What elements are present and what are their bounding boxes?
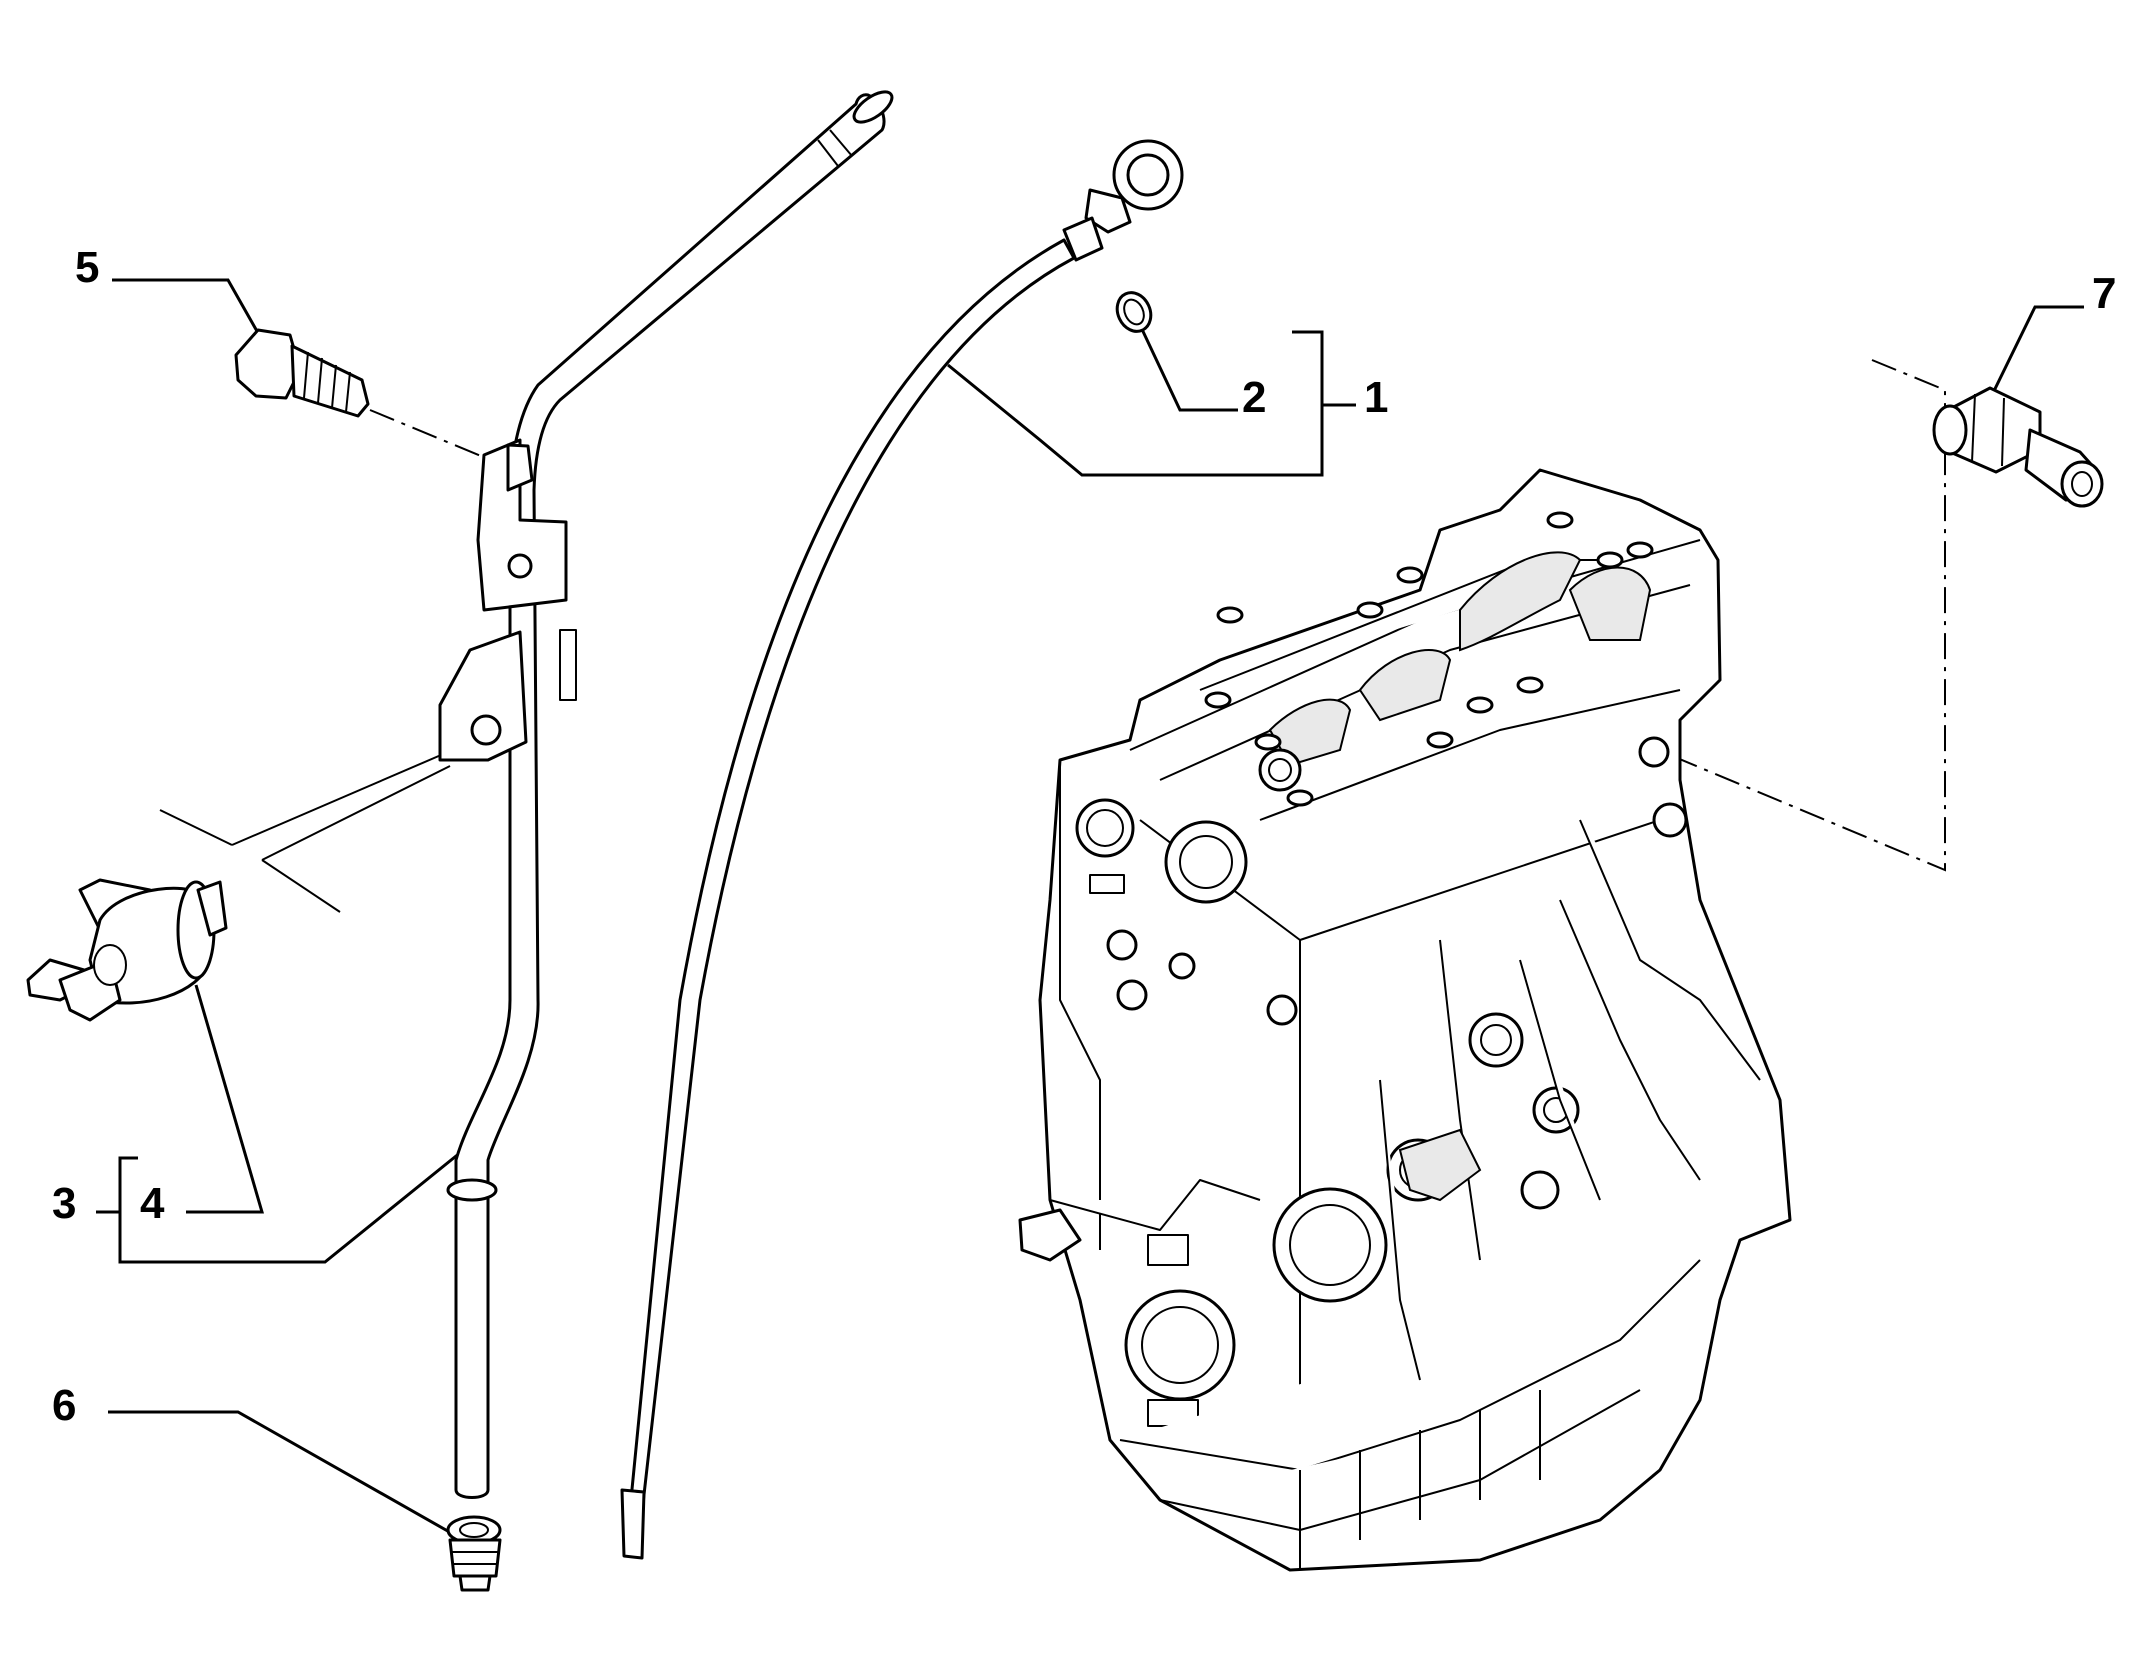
sensor-icon bbox=[1932, 386, 2104, 508]
callout-1: 1 bbox=[1364, 373, 1388, 422]
o-ring-icon bbox=[1115, 291, 1153, 333]
dipstick-icon bbox=[620, 139, 1184, 1560]
bolt-icon bbox=[234, 328, 370, 418]
callout-6: 6 bbox=[52, 1381, 76, 1430]
clip-icon bbox=[26, 878, 228, 1022]
engine-bolts bbox=[1204, 511, 1654, 807]
engine-icon bbox=[1018, 468, 1792, 1572]
callout-5: 5 bbox=[75, 243, 99, 292]
callout-3: 3 bbox=[52, 1179, 76, 1228]
callout-7: 7 bbox=[2092, 269, 2116, 318]
callout-4: 4 bbox=[140, 1179, 165, 1228]
callout-2: 2 bbox=[1242, 373, 1266, 422]
grommet-icon bbox=[446, 1515, 502, 1592]
tube-icon bbox=[438, 90, 894, 1499]
